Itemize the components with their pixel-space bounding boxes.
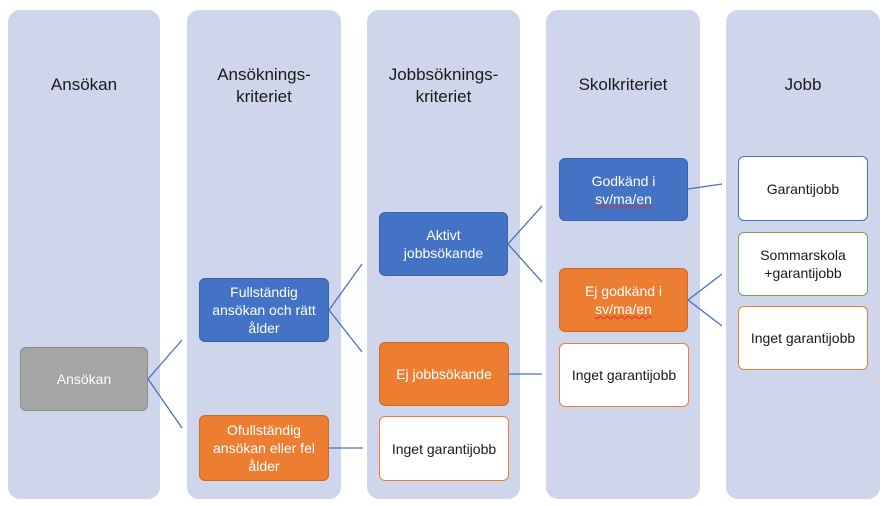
column-ansokan: Ansökan bbox=[8, 10, 160, 499]
column-title-jobb: Jobb bbox=[726, 74, 880, 96]
box-label-line: ålder bbox=[248, 320, 280, 336]
box-label-line: ålder bbox=[248, 458, 280, 474]
box-ansokan: Ansökan bbox=[20, 347, 148, 411]
box-label: Inget garantijobb bbox=[750, 330, 856, 346]
connector-aktivt-godkand bbox=[507, 205, 543, 245]
box-label-line: Aktivt bbox=[426, 227, 461, 243]
column-skolkriteriet: Skolkriteriet bbox=[546, 10, 700, 499]
box-inget-garantijobb-jobbsok: Inget garantijobb bbox=[379, 416, 509, 481]
connector-ansokan-ofullstandig bbox=[147, 378, 183, 429]
column-title-ansokningskriteriet: Ansöknings- kriteriet bbox=[187, 64, 341, 108]
connector-aktivt-ej-godkand bbox=[507, 243, 543, 283]
column-title-text: Ansökan bbox=[50, 75, 118, 94]
box-label-line: ansökan eller fel bbox=[213, 440, 315, 456]
box-label: Ej jobbsökande bbox=[396, 366, 492, 382]
box-fullstandig-ansokan: Fullständig ansökan och rätt ålder bbox=[199, 278, 329, 342]
column-title-skolkriteriet: Skolkriteriet bbox=[546, 74, 700, 96]
column-title-line: Jobbsöknings- bbox=[388, 65, 499, 84]
connector-fullstandig-ej-jobbsokande bbox=[328, 309, 363, 353]
box-label-line: +garantijobb bbox=[764, 265, 842, 281]
box-garantijobb: Garantijobb bbox=[738, 156, 868, 221]
column-title-text: Skolkriteriet bbox=[578, 75, 668, 94]
column-title-text: Jobb bbox=[784, 75, 822, 94]
box-label: Inget garantijobb bbox=[391, 440, 497, 457]
box-label-line: Ej godkänd i bbox=[584, 283, 663, 299]
box-label-line: jobbsökande bbox=[403, 245, 484, 261]
box-label-line: Ofullständig bbox=[227, 422, 301, 438]
connector-godkand-garantijobb bbox=[687, 183, 723, 190]
column-title-ansokan: Ansökan bbox=[8, 74, 160, 96]
connector-ej-godkand-inget bbox=[687, 299, 723, 327]
column-title-line: kriteriet bbox=[415, 87, 472, 106]
connector-ansokan-fullstandig bbox=[147, 339, 183, 380]
box-label-line: sv/ma/en bbox=[595, 190, 652, 207]
box-label: Inget garantijobb bbox=[571, 367, 677, 383]
box-inget-garantijobb-skol: Inget garantijobb bbox=[559, 343, 689, 407]
box-label: Garantijobb bbox=[766, 180, 840, 197]
box-ej-godkand: Ej godkänd i sv/ma/en bbox=[559, 268, 688, 332]
column-title-line: kriteriet bbox=[236, 87, 292, 106]
connector-ej-godkand-sommarskola bbox=[687, 273, 723, 301]
box-aktivt-jobbsokande: Aktivt jobbsökande bbox=[379, 212, 508, 276]
box-label: Ansökan bbox=[56, 371, 112, 387]
box-label-line: Fullständig bbox=[230, 284, 298, 300]
box-ofullstandig-ansokan: Ofullständig ansökan eller fel ålder bbox=[199, 415, 329, 481]
box-ej-jobbsokande: Ej jobbsökande bbox=[379, 342, 509, 406]
column-title-line: Ansöknings- bbox=[217, 65, 311, 84]
connector-fullstandig-aktivt bbox=[328, 263, 363, 311]
box-inget-garantijobb-jobb: Inget garantijobb bbox=[738, 306, 868, 370]
box-label-line: sv/ma/en bbox=[595, 301, 652, 317]
box-label-line: Sommarskola bbox=[760, 247, 846, 263]
column-title-jobbsokningskriteriet: Jobbsöknings- kriteriet bbox=[367, 64, 520, 108]
box-label-line: ansökan och rätt bbox=[212, 302, 316, 318]
box-label-line: Godkänd i bbox=[591, 172, 656, 189]
box-godkand: Godkänd i sv/ma/en bbox=[559, 158, 688, 221]
box-sommarskola: Sommarskola +garantijobb bbox=[738, 232, 868, 296]
